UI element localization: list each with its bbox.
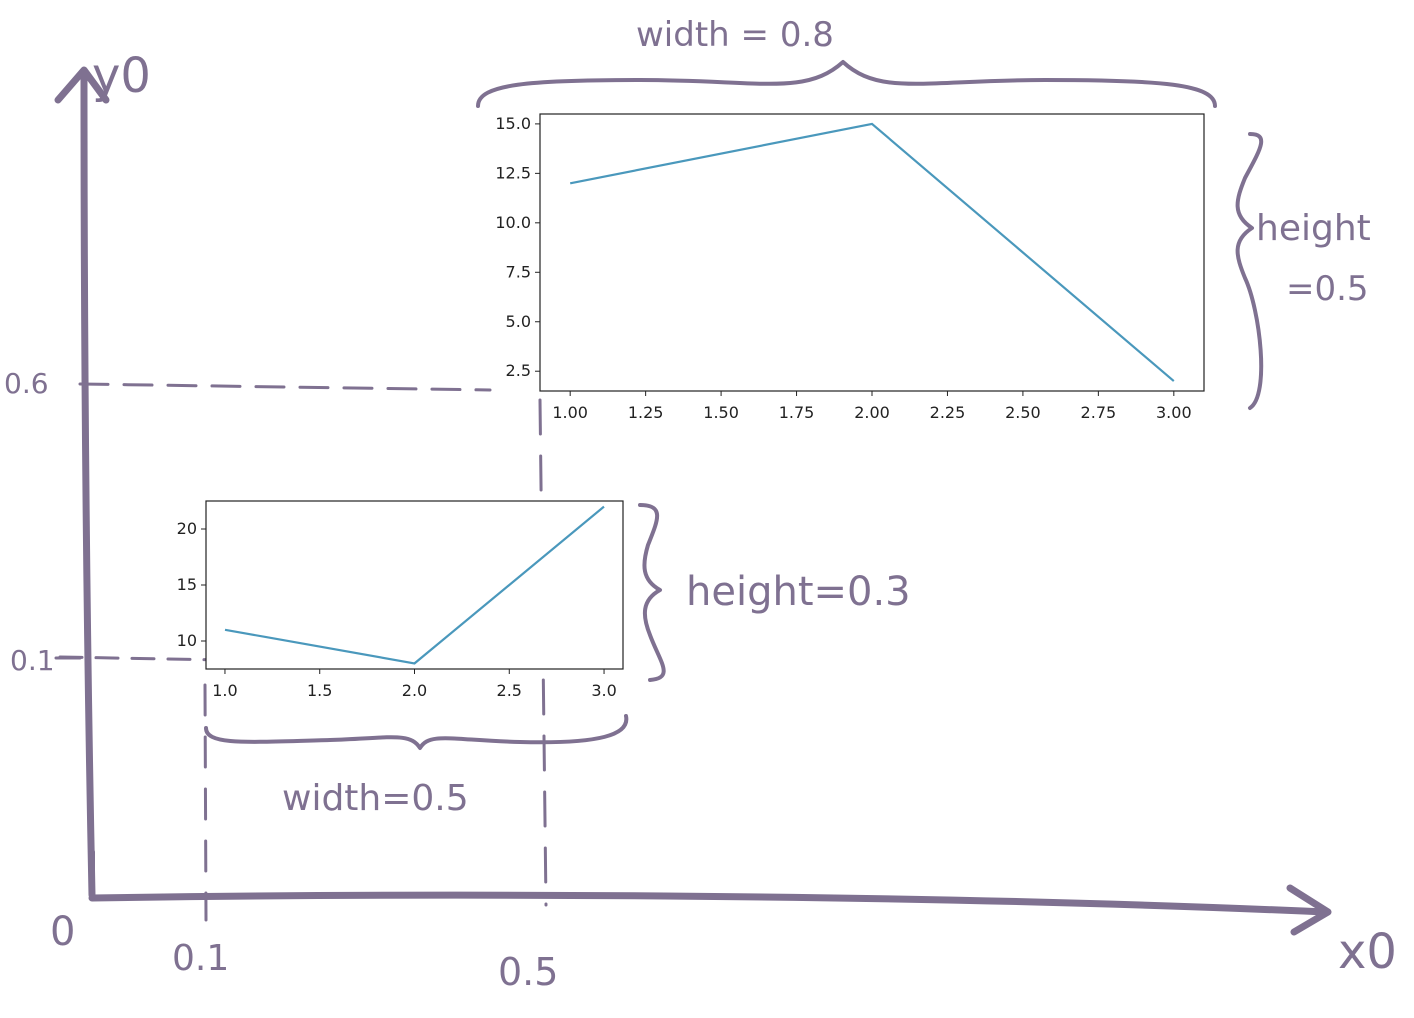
y0-axis-arrowhead	[54, 66, 110, 104]
large-chart-series-line	[569, 122, 1175, 382]
large-chart-y-tick-label: 12.5	[495, 163, 531, 182]
height-0.5-brace	[1235, 132, 1264, 410]
width-0.8-label: width = 0.8	[636, 15, 834, 55]
x0-axis-arrowhead	[1286, 884, 1332, 936]
height-0.3-brace	[638, 503, 666, 682]
x-tick-label-0.1: 0.1	[172, 938, 229, 979]
small-chart-y-tick-label: 20	[177, 519, 197, 538]
small-chart-x-tick-label: 3.0	[591, 681, 616, 700]
height-0.5-label-line2: =0.5	[1286, 269, 1369, 309]
width-0.8-brace	[476, 60, 1217, 108]
large-line-chart: 2.5 5.0 7.5 10.0 12.5 15.0 1.00 1.25 1.50 1.75 2.…	[495, 113, 1205, 422]
large-chart-x-tick-label: 2.25	[930, 403, 966, 422]
small-chart-x-tick-label: 2.0	[402, 681, 427, 700]
x-tick-label-0.5: 0.5	[498, 950, 558, 994]
large-chart-y-tick-label: 5.0	[506, 312, 531, 331]
small-chart-y-tick-label: 15	[177, 575, 197, 594]
large-chart-x-tick-label: 2.50	[1005, 403, 1041, 422]
large-chart-x-tick-label: 3.00	[1156, 403, 1192, 422]
large-chart-y-tick-label: 7.5	[506, 262, 531, 281]
guide-y-0.6	[78, 382, 492, 392]
small-chart-x-tick-label: 1.0	[212, 681, 237, 700]
y-tick-label-0.6: 0.6	[4, 367, 49, 400]
small-chart-y-tick-label: 10	[177, 631, 197, 650]
height-0.5-label-line1: height	[1256, 208, 1371, 249]
large-chart-x-tick-label: 1.25	[628, 403, 664, 422]
small-chart-frame	[205, 500, 624, 670]
small-chart-series-line	[224, 505, 605, 665]
x0-axis-line	[88, 891, 1329, 916]
origin-label: 0	[50, 909, 75, 955]
large-chart-frame	[539, 113, 1205, 392]
small-chart-x-tick-label: 1.5	[307, 681, 332, 700]
large-chart-x-tick-label: 1.50	[703, 403, 739, 422]
large-chart-x-tick-label: 1.00	[552, 403, 588, 422]
y0-axis-label: y0	[92, 48, 151, 104]
width-0.5-label: width=0.5	[282, 778, 469, 819]
x0-axis-label: x0	[1338, 924, 1397, 980]
large-chart-y-tick-label: 2.5	[506, 361, 531, 380]
large-chart-y-tick-label: 10.0	[495, 213, 531, 232]
guide-x-0.1	[203, 683, 208, 922]
y0-axis-line	[80, 74, 96, 899]
y-tick-label-0.1: 0.1	[10, 644, 55, 677]
large-chart-y-tick-label: 15.0	[495, 114, 531, 133]
small-chart-x-tick-label: 2.5	[497, 681, 522, 700]
height-0.3-label: height=0.3	[686, 569, 911, 615]
large-chart-x-tick-label: 2.75	[1081, 403, 1117, 422]
large-chart-x-tick-label: 2.00	[854, 403, 890, 422]
guide-y-0.1	[58, 655, 224, 662]
width-0.5-brace	[204, 714, 629, 750]
large-chart-x-tick-label: 1.75	[779, 403, 815, 422]
small-line-chart: 10 15 20 1.0 1.5 2.0 2.5 3.0	[177, 500, 624, 700]
